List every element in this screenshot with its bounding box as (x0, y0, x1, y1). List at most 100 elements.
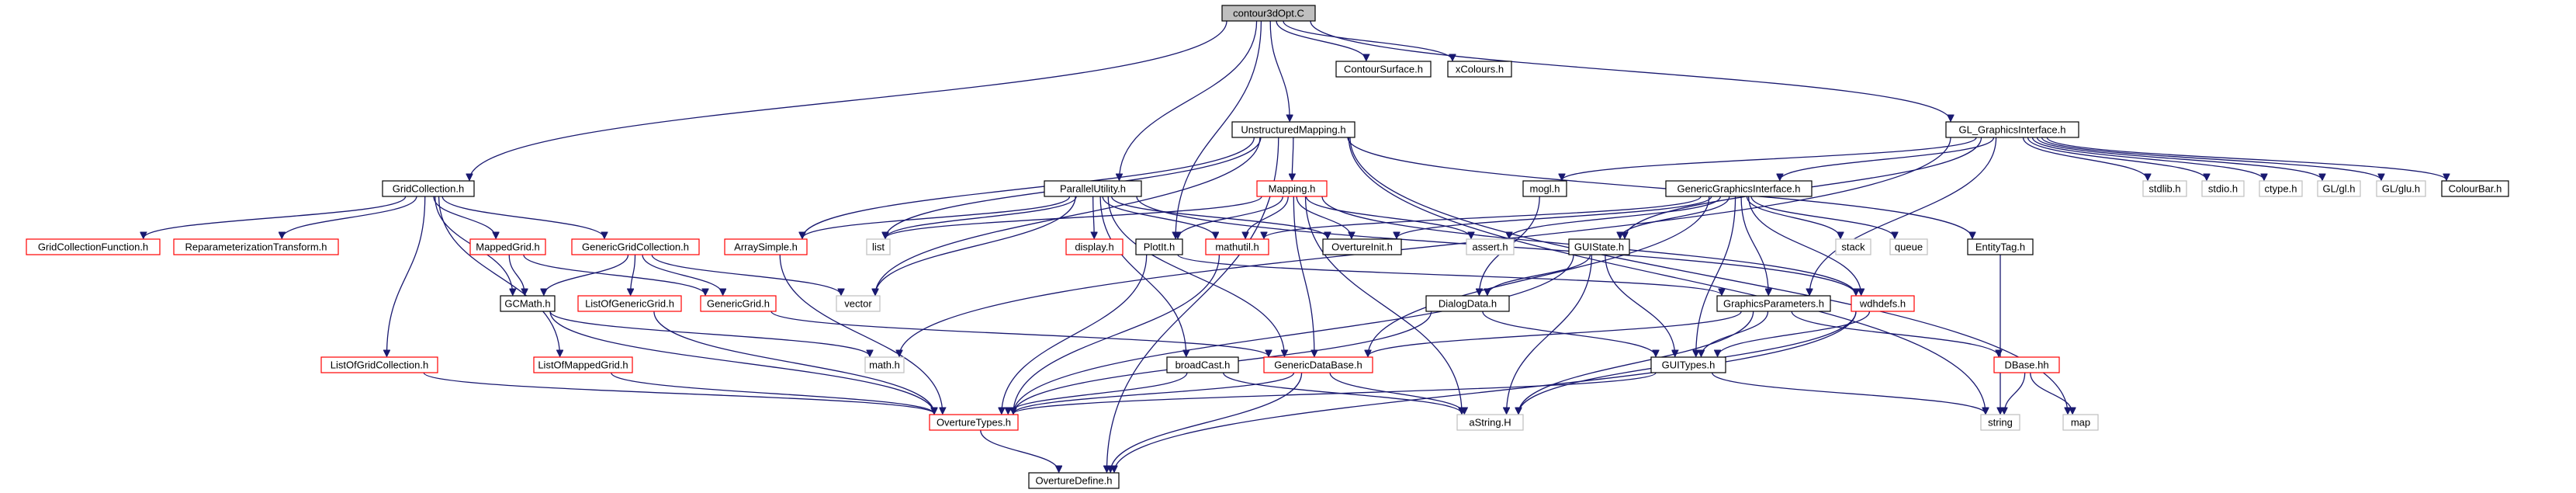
node-listgc[interactable]: ListOfGridCollection.h (320, 356, 438, 373)
edge-contour-to-contsurf (1276, 20, 1366, 61)
node-listmg[interactable]: ListOfMappedGrid.h (533, 356, 633, 373)
edge-contour-to-glgi (1310, 20, 1951, 121)
node-guitypes[interactable]: GUITypes.h (1650, 356, 1726, 373)
edge-mapping-to-astring (1304, 196, 1462, 414)
edge-overturetypes-to-overturedefine (980, 429, 1059, 472)
node-box-guitypes (1650, 356, 1726, 373)
edge-mappedgrid-to-genericgrid (523, 254, 705, 295)
node-overturedefine[interactable]: OvertureDefine.h (1028, 472, 1120, 489)
node-box-listgc (320, 356, 438, 373)
node-box-dbase (1993, 356, 2060, 373)
edge-gdb-to-astring (1329, 372, 1464, 414)
edge-glgi-to-gl (2036, 137, 2322, 180)
node-box-arraysimple (724, 238, 808, 255)
edge-gridcoll-to-ggc (441, 196, 604, 238)
node-box-overtureinit (1322, 238, 1402, 255)
node-label-list: list (872, 241, 885, 253)
edge-glgi-to-ggi (1780, 137, 1995, 180)
node-colourbar[interactable]: ColourBar.h (2441, 180, 2509, 197)
node-mappedgrid[interactable]: MappedGrid.h (469, 238, 546, 255)
node-mogl[interactable]: mogl.h (1522, 180, 1567, 197)
node-mathutil[interactable]: mathutil.h (1205, 238, 1269, 255)
edge-glgi-to-mogl (1562, 137, 1977, 181)
node-label-wdhdefs: wdhdefs.h (1859, 298, 1906, 310)
edge-unstructured-to-arraysimple (802, 137, 1255, 238)
node-box-map (2062, 414, 2099, 431)
node-contour[interactable]: contour3dOpt.C (1221, 5, 1316, 22)
node-label-entitytag: EntityTag.h (1975, 241, 2025, 253)
node-unstructured[interactable]: UnstructuredMapping.h (1231, 121, 1356, 138)
node-box-xcolours (1447, 61, 1512, 78)
node-glgi[interactable]: GL_GraphicsInterface.h (1945, 121, 2079, 138)
edge-gdb-to-overturedefine (1110, 372, 1303, 472)
node-box-stdio (2201, 180, 2245, 197)
node-overtureinit[interactable]: OvertureInit.h (1322, 238, 1402, 255)
edge-wdhdefs-to-overturedefine (1114, 311, 1857, 472)
edge-ggi-to-assert (1509, 196, 1721, 238)
edge-wdhdefs-to-guitypes (1718, 311, 1871, 356)
edge-gridcoll-to-listgc (386, 196, 426, 356)
node-entitytag[interactable]: EntityTag.h (1967, 238, 2034, 255)
node-label-queue: queue (1895, 241, 1923, 253)
node-genericgrid[interactable]: GenericGrid.h (700, 295, 777, 312)
node-plotit[interactable]: PlotIt.h (1135, 238, 1183, 255)
node-label-listgg: ListOfGenericGrid.h (585, 298, 674, 310)
node-box-string (1980, 414, 2020, 431)
node-gcfunc[interactable]: GridCollectionFunction.h (26, 238, 161, 255)
node-graphparams[interactable]: GraphicsParameters.h (1716, 295, 1831, 312)
edge-ggi-to-stack (1746, 196, 1840, 238)
node-gdb[interactable]: GenericDataBase.h (1263, 356, 1373, 373)
node-box-mathh (864, 356, 905, 373)
node-box-glu (2376, 180, 2426, 197)
node-gcmath[interactable]: GCMath.h (500, 295, 556, 312)
node-box-broadcast (1166, 356, 1239, 373)
edge-glgi-to-stdlib (2022, 137, 2148, 180)
node-label-overturetypes: OvertureTypes.h (937, 417, 1011, 429)
node-box-listgg (577, 295, 682, 312)
node-label-gl: GL/gl.h (2323, 183, 2356, 195)
node-ggc[interactable]: GenericGridCollection.h (571, 238, 700, 255)
node-box-mappedgrid (469, 238, 546, 255)
node-box-ctype (2259, 180, 2303, 197)
node-list: list (866, 238, 891, 255)
edge-genericgrid-to-gdb (770, 311, 1269, 357)
node-box-glgi (1945, 121, 2079, 138)
node-label-mappedgrid: MappedGrid.h (476, 241, 539, 253)
node-stdlib: stdlib.h (2142, 180, 2187, 197)
node-broadcast[interactable]: broadCast.h (1166, 356, 1239, 373)
node-xcolours[interactable]: xColours.h (1447, 61, 1512, 78)
node-label-reparam: ReparameterizationTransform.h (185, 241, 327, 253)
edge-gridcoll-to-gcfunc (144, 196, 407, 238)
node-box-mapping (1256, 180, 1328, 197)
edge-glgi-to-mathh (899, 137, 1951, 356)
node-parallel[interactable]: ParallelUtility.h (1044, 180, 1142, 197)
node-label-ggc: GenericGridCollection.h (582, 241, 689, 253)
node-glu: GL/glu.h (2376, 180, 2426, 197)
node-label-arraysimple: ArraySimple.h (734, 241, 798, 253)
node-label-genericgrid: GenericGrid.h (707, 298, 770, 310)
node-wdhdefs[interactable]: wdhdefs.h (1851, 295, 1915, 312)
node-ctype: ctype.h (2259, 180, 2303, 197)
edge-arraysimple-to-overturetypes (779, 254, 943, 414)
node-guistate[interactable]: GUIState.h (1568, 238, 1630, 255)
node-mapping[interactable]: Mapping.h (1256, 180, 1328, 197)
node-ggi[interactable]: GenericGraphicsInterface.h (1665, 180, 1813, 197)
dependency-nodes: contour3dOpt.C ContourSurface.h xColours.h… (26, 5, 2509, 489)
node-label-glgi: GL_GraphicsInterface.h (1958, 124, 2065, 136)
node-dialogdata[interactable]: DialogData.h (1425, 295, 1510, 312)
node-stack: stack (1835, 238, 1871, 255)
node-arraysimple[interactable]: ArraySimple.h (724, 238, 808, 255)
node-listgg[interactable]: ListOfGenericGrid.h (577, 295, 682, 312)
node-reparam[interactable]: ReparameterizationTransform.h (173, 238, 339, 255)
node-overturetypes[interactable]: OvertureTypes.h (929, 414, 1019, 431)
node-label-dbase: DBase.hh (2004, 359, 2048, 371)
node-display[interactable]: display.h (1065, 238, 1124, 255)
node-contsurf[interactable]: ContourSurface.h (1335, 61, 1432, 78)
node-gridcoll[interactable]: GridCollection.h (382, 180, 475, 197)
edge-broadcast-to-overturetypes (1008, 372, 1188, 414)
node-label-broadcast: broadCast.h (1175, 359, 1231, 371)
edge-ggi-to-guistate (1620, 196, 1730, 238)
node-label-colourbar: ColourBar.h (2449, 183, 2502, 195)
node-dbase[interactable]: DBase.hh (1993, 356, 2060, 373)
node-label-overturedefine: OvertureDefine.h (1036, 475, 1113, 487)
